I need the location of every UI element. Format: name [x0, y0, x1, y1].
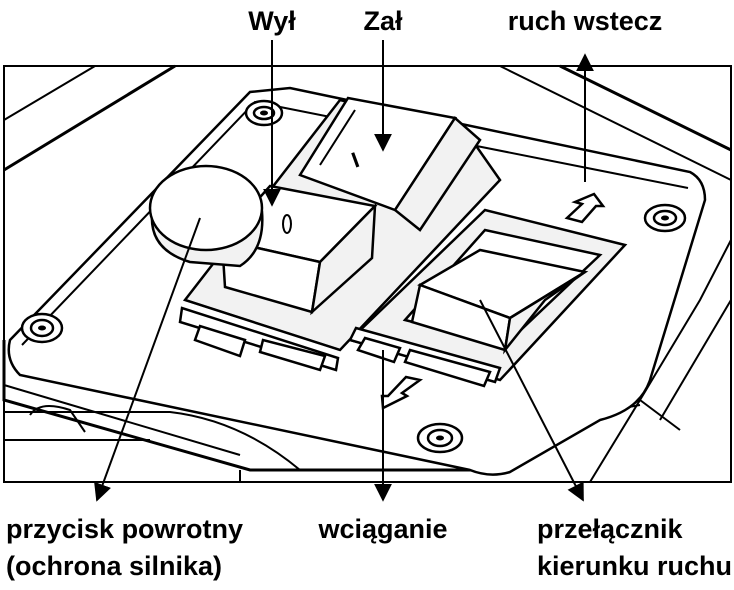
- label-reverse: ruch wstecz: [508, 6, 663, 36]
- screw-hole-right: [643, 203, 687, 233]
- screw-hole-bottom: [416, 422, 464, 454]
- screw-hole-left: [20, 312, 64, 344]
- label-retract: wciąganie: [317, 514, 447, 544]
- direction-toggle[interactable]: [410, 248, 589, 355]
- drawing-frame: [3, 65, 732, 483]
- reset-button[interactable]: [148, 164, 264, 268]
- label-reset-button-line2: (ochrona silnika): [6, 551, 222, 581]
- reverse-direction-arrow: [564, 192, 606, 224]
- label-off: Wył: [248, 6, 296, 36]
- housing: [2, 64, 732, 483]
- label-direction-switch-line2: kierunku ruchu: [537, 551, 732, 581]
- leader-lines: [94, 40, 594, 502]
- on-rocker-button[interactable]: I: [298, 96, 482, 232]
- label-reset-button-line1: przycisk powrotny: [6, 514, 243, 544]
- off-symbol: [282, 214, 292, 234]
- label-direction-switch-line1: przełącznik: [537, 514, 684, 544]
- screw-hole-top: [244, 99, 284, 127]
- label-on: Zał: [363, 6, 403, 36]
